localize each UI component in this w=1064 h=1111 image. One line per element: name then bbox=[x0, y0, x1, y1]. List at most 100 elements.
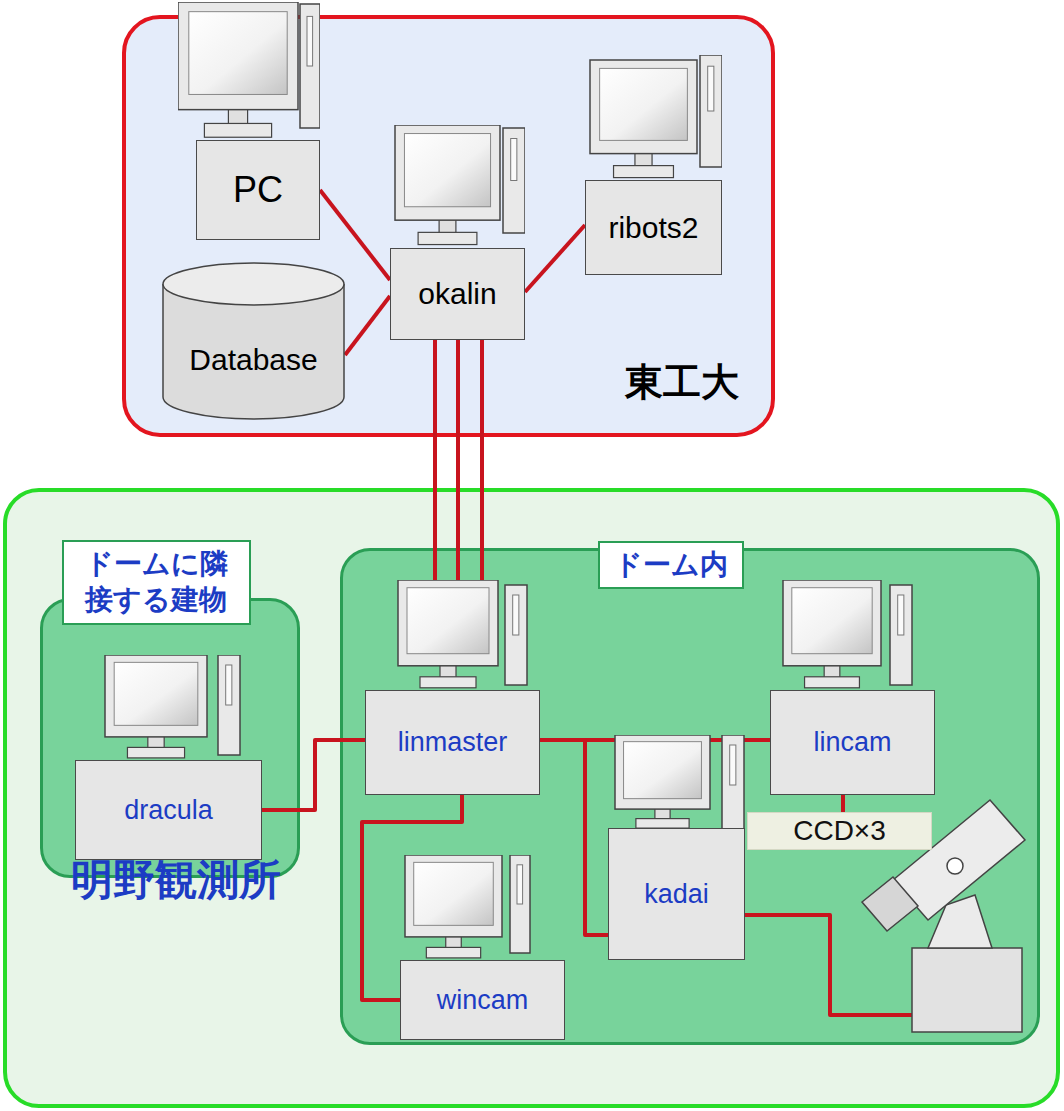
region-box: 明野観測所ドームに隣 接する建物draculaドーム内linmasterlinc… bbox=[3, 488, 1060, 1108]
monitor-foot bbox=[614, 166, 674, 178]
monitor-neck bbox=[148, 736, 164, 749]
computer-node: wincam bbox=[400, 855, 565, 1040]
computer-node: lincam bbox=[770, 580, 935, 795]
monitor-frame bbox=[405, 855, 502, 937]
node-label: okalin bbox=[418, 277, 496, 311]
computer-node: kadai bbox=[608, 735, 745, 960]
node-label: dracula bbox=[124, 795, 213, 826]
monitor-frame bbox=[178, 2, 298, 110]
network-cable bbox=[262, 740, 365, 810]
monitor-screen bbox=[600, 68, 688, 140]
region-box: 東工大 PC okalin ribots2Database bbox=[122, 15, 775, 437]
network-cable bbox=[362, 795, 462, 1000]
region-label: 東工大 bbox=[625, 358, 739, 407]
computer-base-box: linmaster bbox=[365, 690, 540, 795]
drive-slot bbox=[708, 66, 714, 111]
monitor-screen bbox=[792, 588, 872, 654]
network-cable bbox=[345, 296, 390, 355]
telescope-fork bbox=[928, 895, 992, 948]
monitor-foot bbox=[418, 232, 477, 244]
computer-node: ribots2 bbox=[585, 55, 722, 275]
monitor-frame bbox=[590, 60, 697, 154]
node-label: lincam bbox=[813, 727, 891, 758]
drive-slot bbox=[730, 745, 736, 785]
monitor-neck bbox=[446, 936, 462, 949]
pc-tower bbox=[505, 585, 527, 685]
telescope-tube bbox=[893, 800, 1025, 920]
drive-slot bbox=[511, 139, 517, 181]
computer-node: okalin bbox=[390, 125, 525, 340]
node-label: Database bbox=[189, 343, 317, 377]
region-label-box: ドームに隣 接する建物 bbox=[62, 540, 251, 625]
region-box: ドーム内 linmaster lincam wincam kadai CCD×3 bbox=[340, 548, 1040, 1045]
label-box: CCD×3 bbox=[747, 812, 932, 850]
node-label: 明野観測所 bbox=[71, 853, 281, 908]
pc-tower bbox=[503, 128, 525, 233]
network-cable bbox=[320, 190, 390, 280]
pc-tower bbox=[700, 55, 722, 167]
monitor-neck bbox=[440, 665, 456, 678]
monitor-screen bbox=[414, 862, 494, 925]
node-label: CCD×3 bbox=[793, 815, 886, 847]
telescope-cable bbox=[745, 915, 912, 1015]
pc-tower bbox=[890, 585, 912, 685]
computer-node: dracula bbox=[75, 655, 262, 860]
network-cable bbox=[841, 795, 845, 812]
monitor-neck bbox=[228, 108, 247, 125]
node-label: ドーム内 bbox=[614, 547, 728, 583]
monitor-foot bbox=[805, 677, 860, 688]
monitor-screen bbox=[407, 588, 489, 654]
network-cable bbox=[433, 340, 437, 580]
node-label: linmaster bbox=[398, 727, 508, 758]
computer-base-box: PC bbox=[196, 140, 320, 240]
computer-base-box: wincam bbox=[400, 960, 565, 1040]
monitor-foot bbox=[426, 947, 480, 958]
node-label: 東工大 bbox=[625, 358, 739, 407]
monitor-neck bbox=[439, 219, 456, 234]
region-label-box: ドーム内 bbox=[598, 541, 744, 589]
monitor-frame bbox=[615, 735, 710, 809]
monitor-neck bbox=[635, 152, 652, 166]
telescope-mount-base bbox=[912, 948, 1022, 1032]
network-cable bbox=[480, 340, 484, 580]
drive-slot bbox=[307, 16, 313, 66]
database-text-area: Database bbox=[162, 306, 345, 414]
node-label: wincam bbox=[437, 985, 529, 1016]
network-cable bbox=[456, 340, 460, 580]
monitor-neck bbox=[824, 665, 840, 678]
monitor-foot bbox=[636, 819, 689, 829]
node-label: ドームに隣 接する建物 bbox=[78, 546, 235, 619]
computer-base-box: kadai bbox=[608, 828, 745, 960]
monitor-foot bbox=[127, 747, 184, 758]
monitor-screen bbox=[189, 12, 287, 95]
computer-base-box: dracula bbox=[75, 760, 262, 860]
pc-tower bbox=[722, 735, 744, 835]
telescope-axis bbox=[947, 858, 963, 874]
region-label: 明野観測所 bbox=[71, 853, 281, 908]
drive-slot bbox=[898, 595, 904, 635]
monitor-foot bbox=[204, 123, 271, 137]
node-label: ribots2 bbox=[608, 211, 698, 245]
monitor-frame bbox=[783, 580, 881, 666]
database-cylinder: Database bbox=[162, 262, 345, 420]
cylinder-outline bbox=[162, 262, 345, 420]
computer-base-box: ribots2 bbox=[585, 180, 722, 275]
monitor-screen bbox=[624, 742, 702, 799]
monitor-neck bbox=[655, 808, 670, 819]
drive-slot bbox=[517, 865, 523, 904]
network-cable bbox=[525, 225, 585, 292]
node-label: PC bbox=[233, 169, 283, 211]
computer-node: linmaster bbox=[365, 580, 540, 795]
drive-slot bbox=[226, 665, 232, 705]
pc-tower bbox=[510, 855, 530, 953]
computer-base-box: okalin bbox=[390, 248, 525, 340]
cylinder-top bbox=[163, 263, 344, 305]
monitor-screen bbox=[114, 662, 198, 725]
network-cable bbox=[540, 740, 608, 935]
node-label: kadai bbox=[644, 879, 709, 910]
region-box: ドームに隣 接する建物dracula bbox=[40, 598, 300, 878]
telescope-camera bbox=[862, 877, 918, 931]
monitor-foot bbox=[420, 677, 476, 688]
